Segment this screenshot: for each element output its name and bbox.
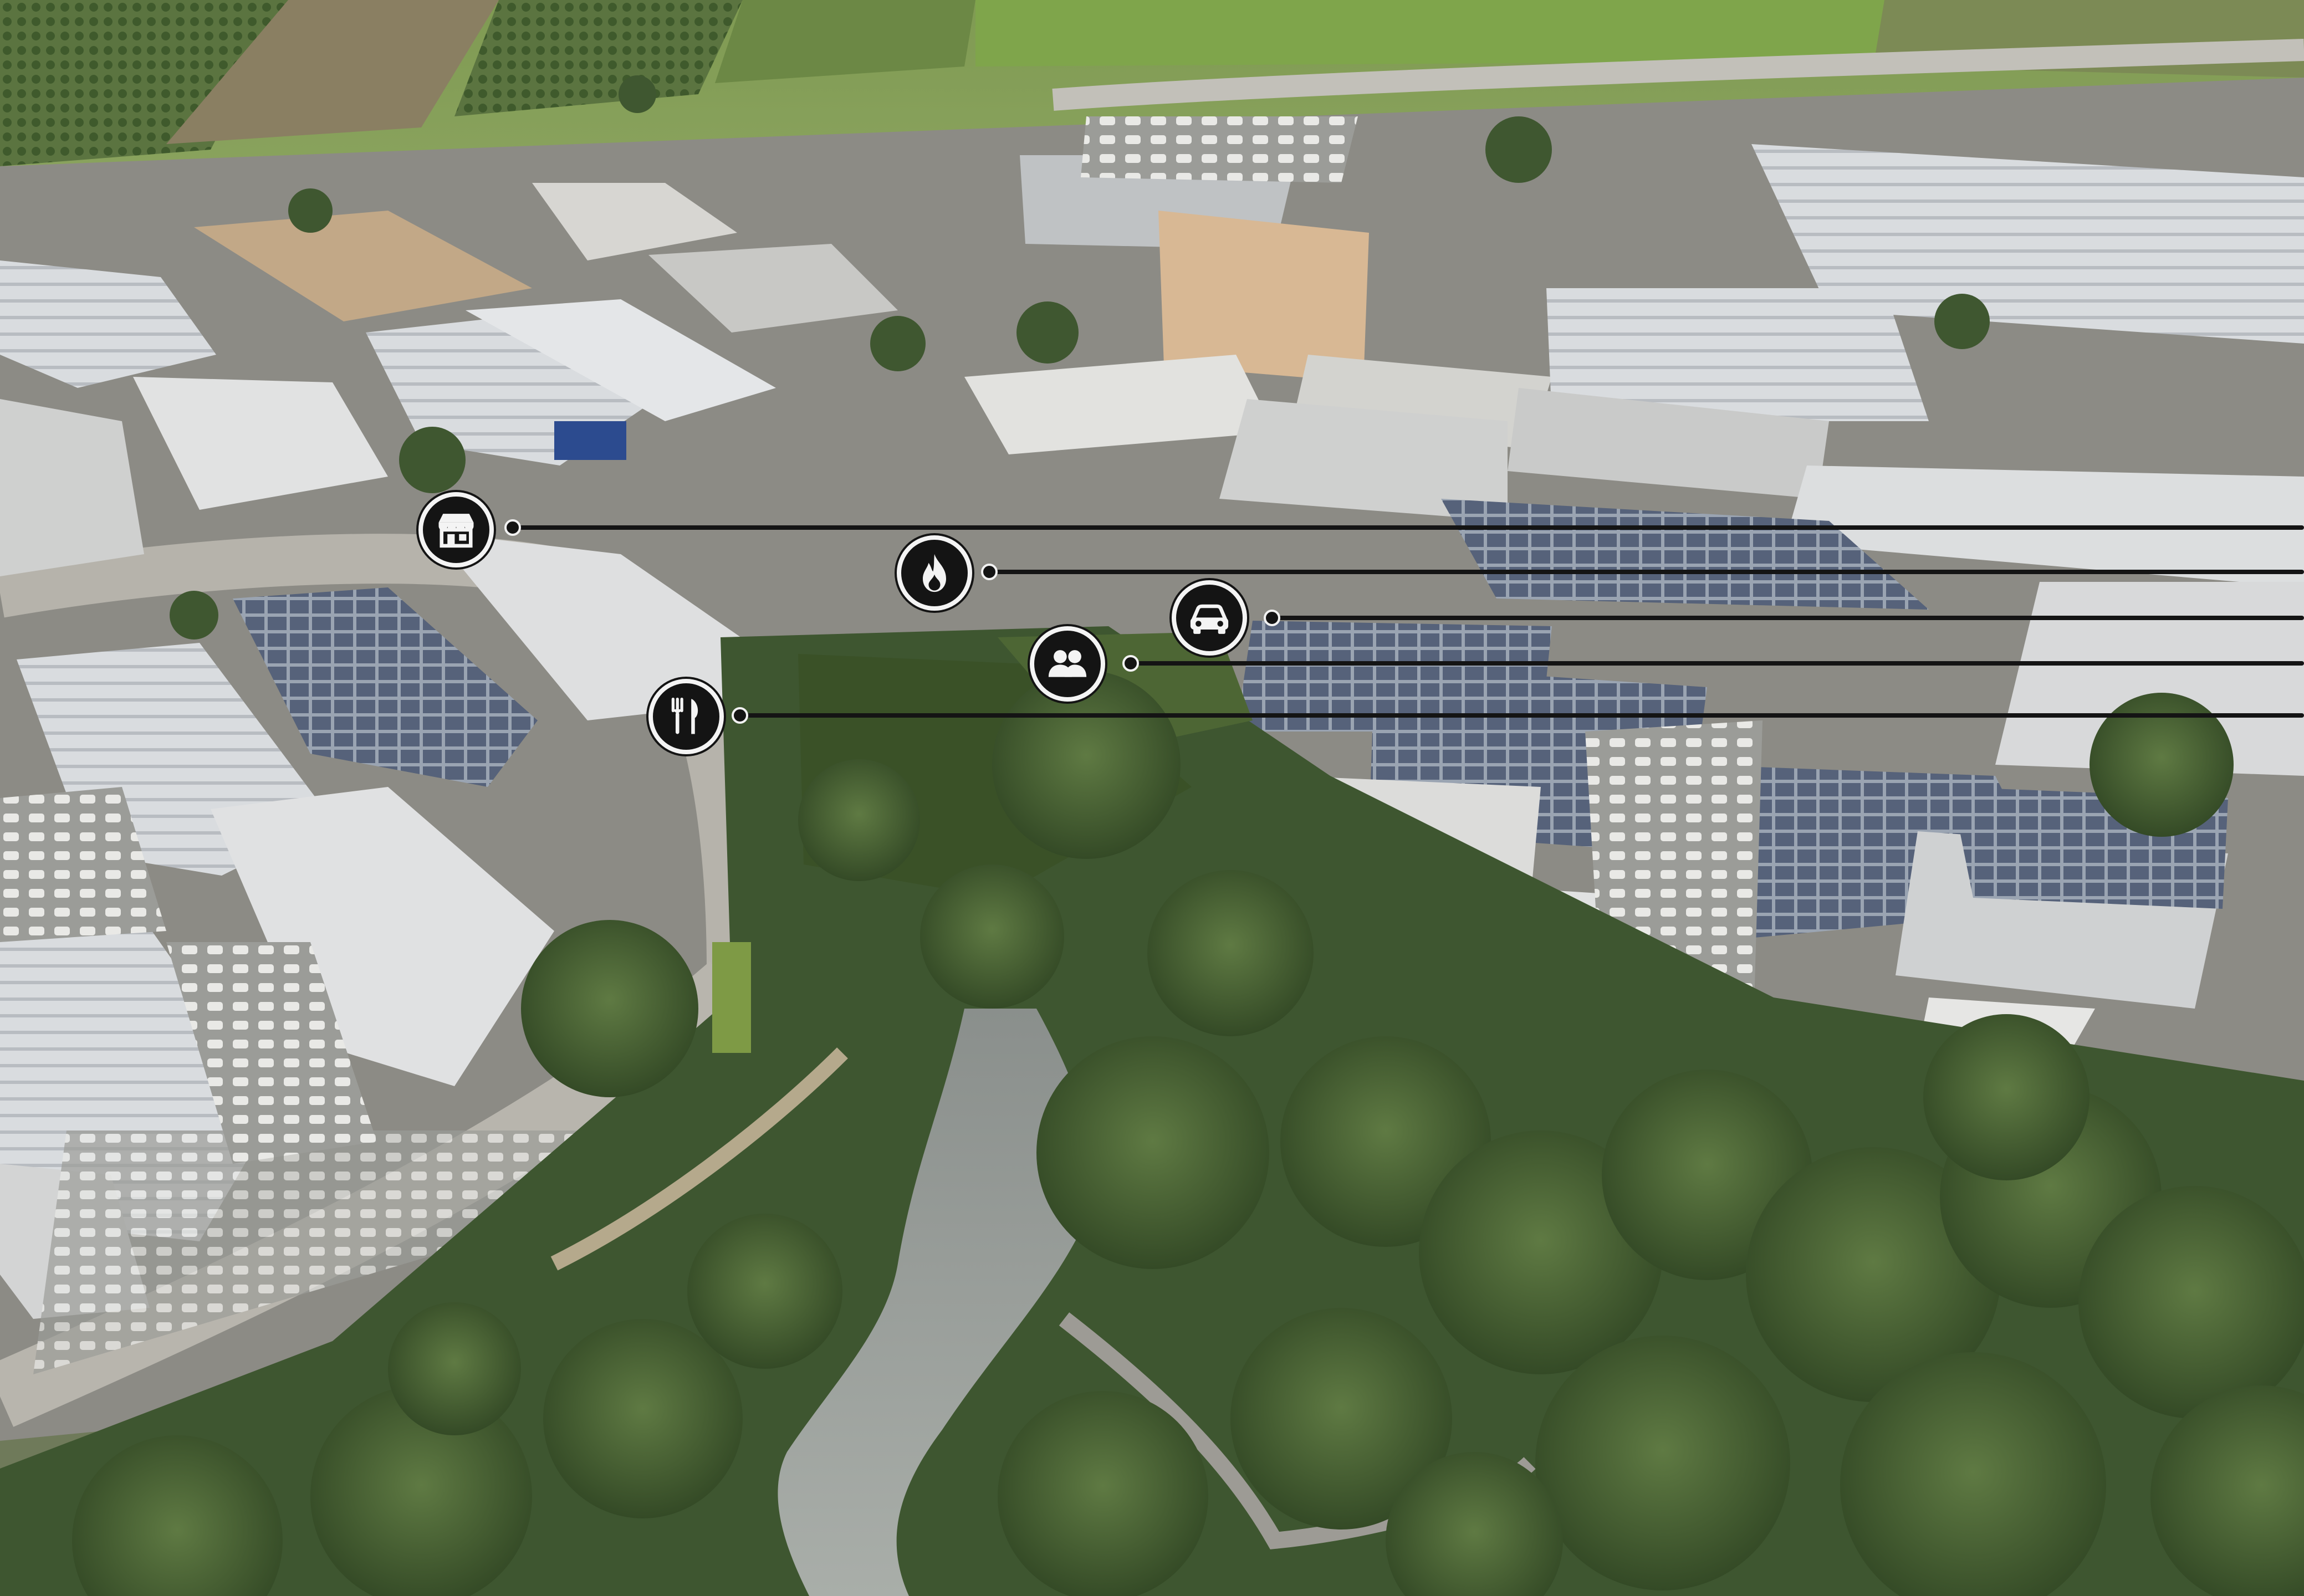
- poi-marker-fire[interactable]: [897, 535, 972, 611]
- leader-line-fire: [989, 570, 2304, 574]
- leader-line-food: [740, 713, 2304, 718]
- fork-knife-icon: [671, 697, 698, 734]
- poi-marker-shop[interactable]: [418, 492, 494, 567]
- poi-marker-car[interactable]: [1172, 580, 1247, 656]
- poi-marker-food[interactable]: [648, 679, 724, 754]
- leader-dot-people: [1122, 655, 1139, 672]
- leader-dot-shop: [504, 519, 521, 536]
- leader-line-car: [1272, 616, 2304, 620]
- leader-line-shop: [513, 525, 2304, 530]
- shop-icon: [438, 514, 474, 548]
- car-icon: [1190, 604, 1229, 634]
- poi-marker-people[interactable]: [1030, 626, 1105, 702]
- leader-line-people: [1131, 661, 2304, 666]
- fire-icon: [923, 554, 946, 592]
- leader-dot-food: [732, 707, 748, 724]
- leader-dot-car: [1264, 610, 1280, 626]
- people-icon: [1048, 650, 1087, 677]
- leader-dot-fire: [981, 564, 998, 580]
